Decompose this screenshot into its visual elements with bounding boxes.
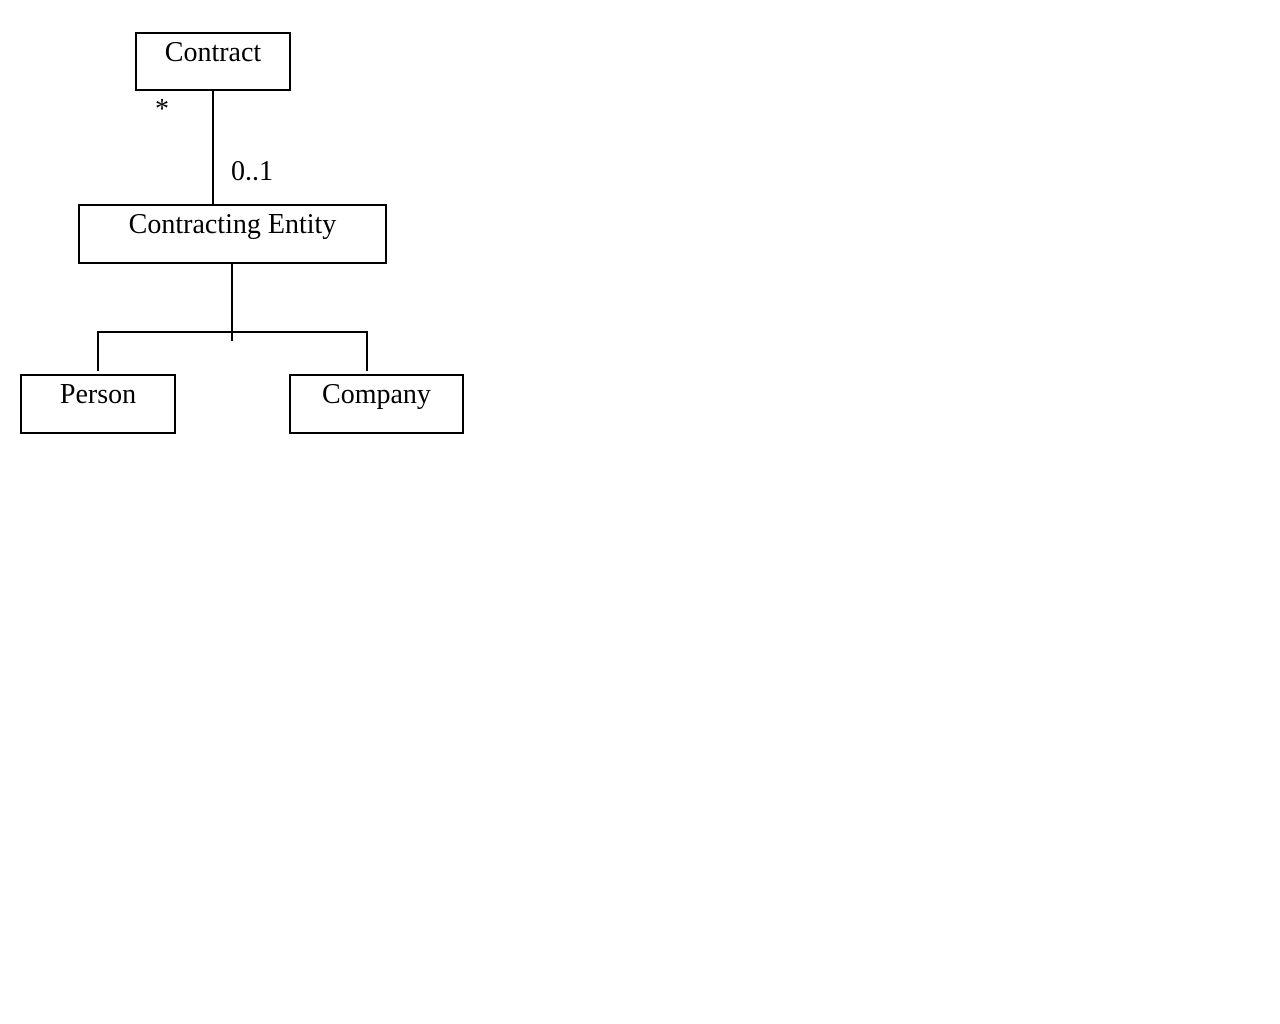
contract-multiplicity-label: * (155, 94, 169, 125)
entity-multiplicity-label: 0..1 (231, 156, 273, 187)
contracting-entity-class-box: Contracting Entity (78, 204, 387, 264)
company-class-box: Company (289, 374, 464, 434)
person-class-box: Person (20, 374, 176, 434)
contract-class-name: Contract (164, 37, 262, 68)
contracting-entity-class-name: Contracting Entity (128, 209, 337, 240)
contract-class-box: Contract (135, 32, 291, 91)
company-class-name: Company (322, 379, 431, 410)
person-class-name: Person (59, 379, 137, 410)
